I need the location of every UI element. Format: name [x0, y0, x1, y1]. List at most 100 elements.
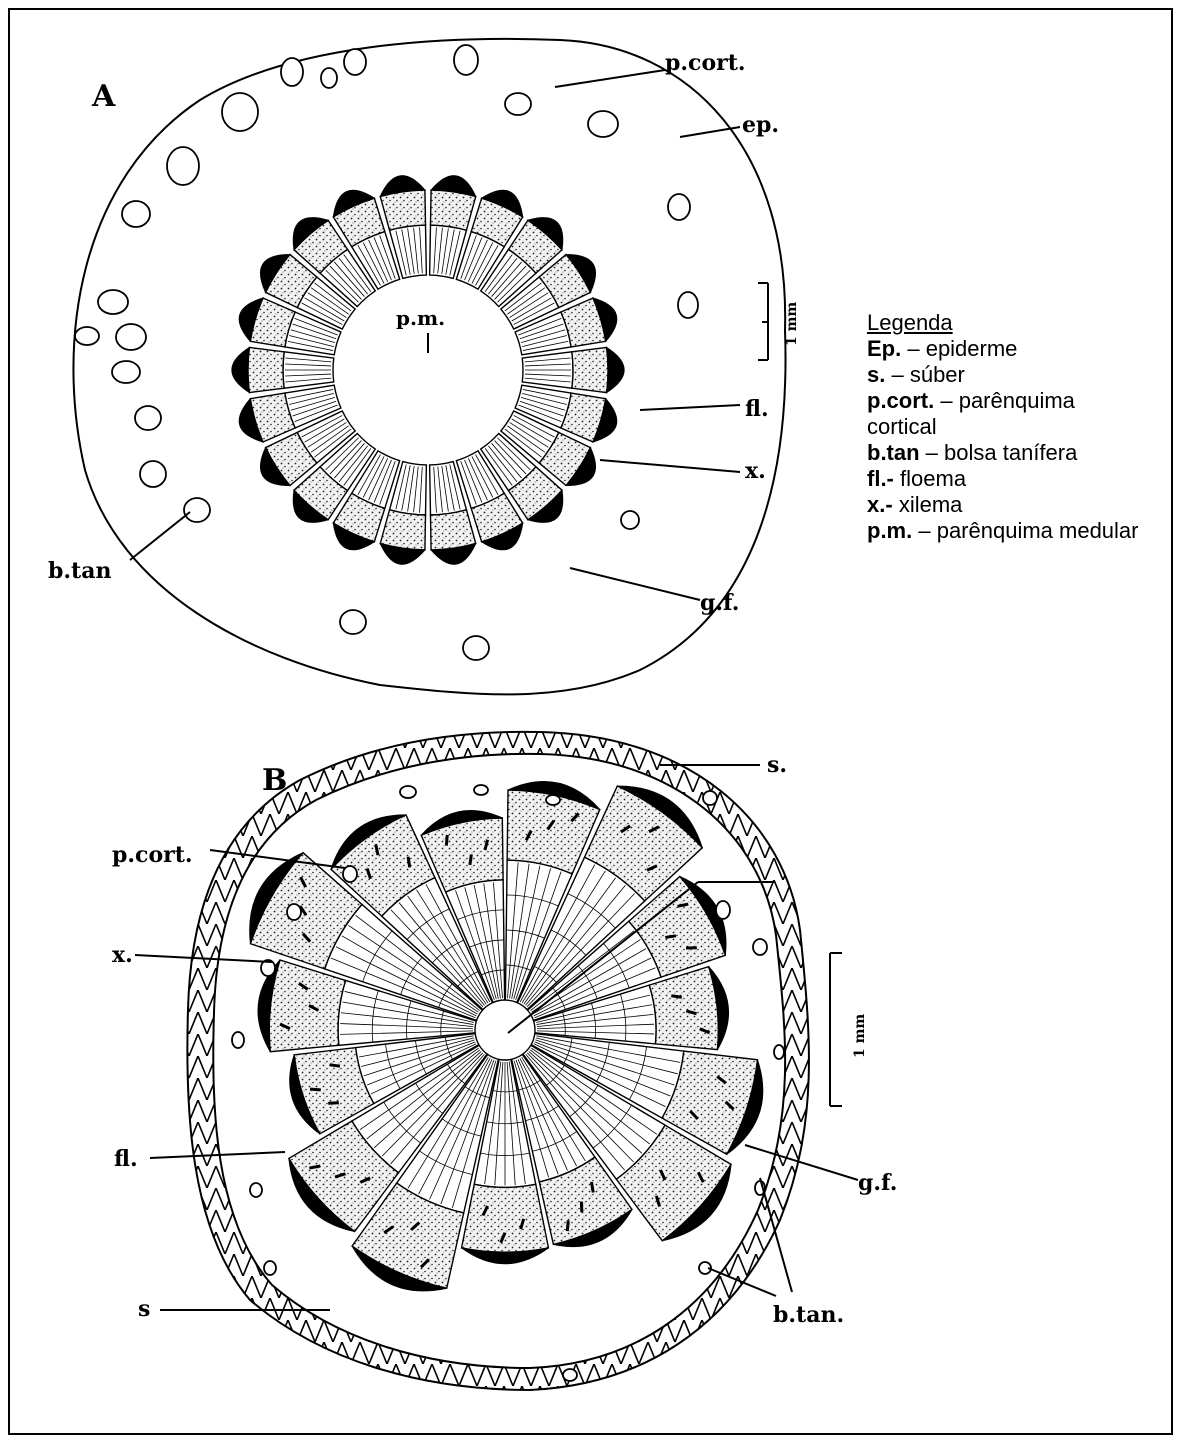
legend-item-abbr: s.	[867, 362, 885, 387]
label-b-x: x.	[112, 942, 133, 968]
panel-b-scale-label: 1 mm	[852, 1014, 868, 1058]
tannin-duct	[703, 791, 717, 805]
label-b-s-bottom: s	[138, 1296, 150, 1322]
phloem-fiber-mark	[310, 1089, 321, 1090]
legend-item: p.cort. – parênquima cortical	[867, 388, 1147, 440]
legend-item: x.- xilema	[867, 492, 1147, 518]
phloem-fiber-mark	[309, 1166, 320, 1168]
tannin-duct	[344, 49, 366, 75]
tannin-duct	[678, 292, 698, 318]
panel-b-diagram: B s. p.cort. x. fl. g.f. s b.tan. 1 mm	[112, 732, 897, 1390]
label-a-ep: ep.	[742, 112, 779, 138]
phloem-sector	[430, 190, 475, 230]
legend-item-abbr: x.-	[867, 492, 893, 517]
label-b-fl: fl.	[114, 1146, 138, 1172]
panel-a-label: A	[91, 79, 116, 114]
tannin-duct	[75, 327, 99, 345]
phloem-fiber-mark	[408, 857, 410, 868]
tannin-duct	[321, 68, 337, 88]
legend-item-desc: bolsa tanífera	[944, 440, 1077, 465]
phloem-sector	[380, 510, 425, 550]
tannin-duct	[232, 1032, 244, 1048]
label-a-fl: fl.	[745, 396, 769, 422]
tannin-duct	[122, 201, 150, 227]
phloem-fiber-mark	[446, 835, 447, 846]
fiber-cap	[232, 347, 250, 392]
label-a-p-cort: p.cort.	[665, 50, 746, 76]
phloem-fiber-mark	[665, 936, 676, 938]
tannin-duct	[184, 498, 210, 522]
tannin-duct	[343, 866, 357, 882]
vascular-bundle	[232, 347, 334, 392]
legend-item: b.tan – bolsa tanífera	[867, 440, 1147, 466]
epidermis-outline	[73, 39, 785, 695]
panel-a-scale-bar	[758, 283, 768, 360]
label-b-p-cort: p.cort.	[112, 842, 193, 868]
label-b-g-f: g.f.	[858, 1170, 897, 1196]
legend-item-separator: –	[912, 518, 936, 543]
legend-item-abbr: fl.-	[867, 466, 894, 491]
label-b-b-tan: b.tan.	[773, 1302, 844, 1328]
tannin-duct	[250, 1183, 262, 1197]
label-b-s-top: s.	[767, 752, 787, 778]
phloem-sector	[572, 347, 608, 392]
tannin-duct	[112, 361, 140, 383]
panel-b-label: B	[262, 763, 287, 798]
legend-title: Legenda	[867, 310, 1147, 336]
phloem-fiber-mark	[567, 1220, 568, 1231]
phloem-fiber-mark	[470, 854, 471, 864]
tannin-duct	[222, 93, 258, 131]
tannin-duct	[463, 636, 489, 660]
tannin-duct	[287, 904, 301, 920]
panel-a-diagram: A p.cort. ep. p.m. fl. x. g.f. b.tan 1 m…	[48, 39, 800, 695]
legend-item-desc: súber	[910, 362, 965, 387]
tannin-duct	[474, 785, 488, 795]
vascular-bundle-ring	[232, 176, 624, 565]
phloem-sector	[462, 1184, 549, 1252]
tannin-duct	[140, 461, 166, 487]
tannin-duct	[588, 111, 618, 137]
tannin-duct	[753, 939, 767, 955]
phloem-fiber-mark	[329, 1065, 339, 1066]
phloem-fiber-mark	[592, 1182, 594, 1192]
legend-item-desc: epiderme	[926, 336, 1018, 361]
tannin-duct	[546, 795, 560, 805]
fiber-cap	[607, 347, 625, 392]
legend-item-desc: xilema	[899, 492, 963, 517]
legend-item: p.m. – parênquima medular	[867, 518, 1147, 544]
tannin-duct	[98, 290, 128, 314]
label-a-g-f: g.f.	[700, 590, 739, 616]
legend-item-separator: –	[934, 388, 958, 413]
legend-items: Ep. – epidermes. – súberp.cort. – parênq…	[867, 336, 1147, 544]
tannin-duct	[340, 610, 366, 634]
legend-item-abbr: Ep.	[867, 336, 901, 361]
legend-item: s. – súber	[867, 362, 1147, 388]
tannin-duct	[264, 1261, 276, 1275]
phloem-sector	[248, 347, 284, 392]
tannin-duct	[281, 58, 303, 86]
label-a-x: x.	[745, 458, 766, 484]
legend-item-desc: floema	[900, 466, 966, 491]
panel-b-scale-bar	[830, 953, 842, 1106]
legend-item-abbr: p.cort.	[867, 388, 934, 413]
tannin-duct	[116, 324, 146, 350]
tannin-duct	[454, 45, 478, 75]
tannin-duct	[668, 194, 690, 220]
tannin-duct	[400, 786, 416, 798]
legend-item-separator: –	[901, 336, 925, 361]
tannin-duct	[774, 1045, 784, 1059]
tannin-duct	[621, 511, 639, 529]
phloem-sector	[380, 190, 425, 230]
legend-item-separator: –	[920, 440, 944, 465]
tannin-duct	[505, 93, 531, 115]
legend-item: fl.- floema	[867, 466, 1147, 492]
legend-item-separator: –	[885, 362, 909, 387]
panel-a-scale-label: 1 mm	[784, 302, 800, 346]
legend-item-desc: parênquima medular	[937, 518, 1139, 543]
tannin-duct	[135, 406, 161, 430]
tannin-duct	[167, 147, 199, 185]
label-a-b-tan: b.tan	[48, 558, 111, 584]
legend-item-abbr: b.tan	[867, 440, 920, 465]
phloem-sector	[430, 510, 475, 550]
